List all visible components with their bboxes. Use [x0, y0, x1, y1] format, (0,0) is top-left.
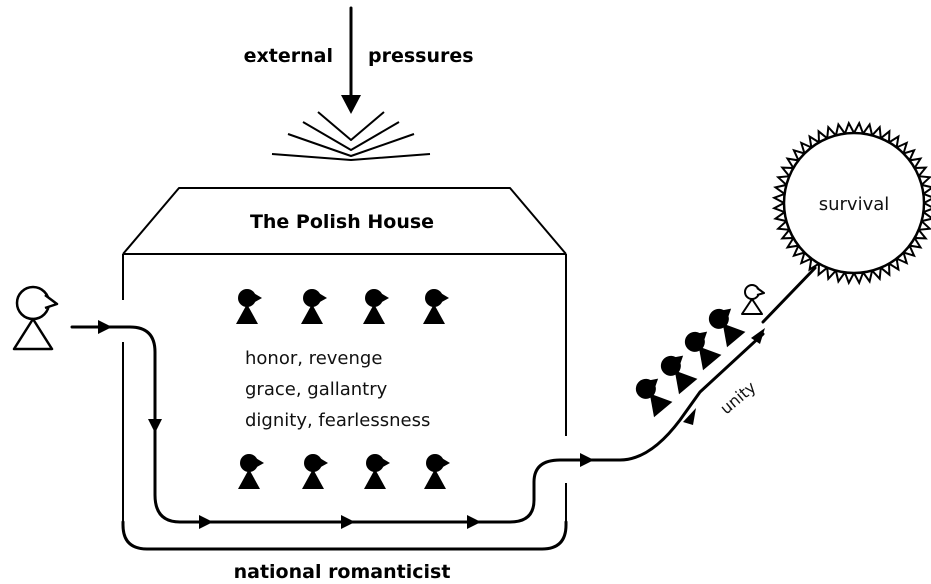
person-icon [423, 289, 449, 324]
outer-path [121, 520, 568, 551]
person-icon [635, 378, 673, 418]
leader-person-icon [741, 284, 765, 315]
journey-path [70, 325, 765, 524]
value-line-3: dignity, fearlessness [245, 410, 430, 431]
person-icon [424, 454, 450, 489]
value-line-1: honor, revenge [245, 348, 382, 369]
person-icon [301, 289, 327, 324]
path-arrowheads [98, 320, 765, 529]
pressure-label-left: external [244, 45, 333, 67]
impact-lines [271, 111, 431, 161]
person-icon [236, 289, 262, 324]
pressure-label-right: pressures [368, 45, 474, 67]
bottom-label: national romanticist [234, 561, 451, 583]
survival-label: survival [819, 194, 890, 215]
survival-sunburst-icon [771, 120, 931, 286]
person-icon [684, 331, 722, 371]
polish-house [122, 187, 567, 522]
person-icon [364, 454, 390, 489]
pressure-arrow-head [341, 95, 361, 114]
house-title: The Polish House [250, 211, 434, 233]
value-line-2: grace, gallantry [245, 379, 388, 400]
person-icon [708, 308, 746, 348]
person-icon [363, 289, 389, 324]
person-icon [302, 454, 328, 489]
united-group [635, 308, 746, 418]
person-icon [660, 355, 698, 395]
unity-label: unity [716, 377, 759, 418]
link-to-survival [761, 266, 817, 324]
entering-person-icon [12, 285, 59, 351]
person-icon [238, 454, 264, 489]
